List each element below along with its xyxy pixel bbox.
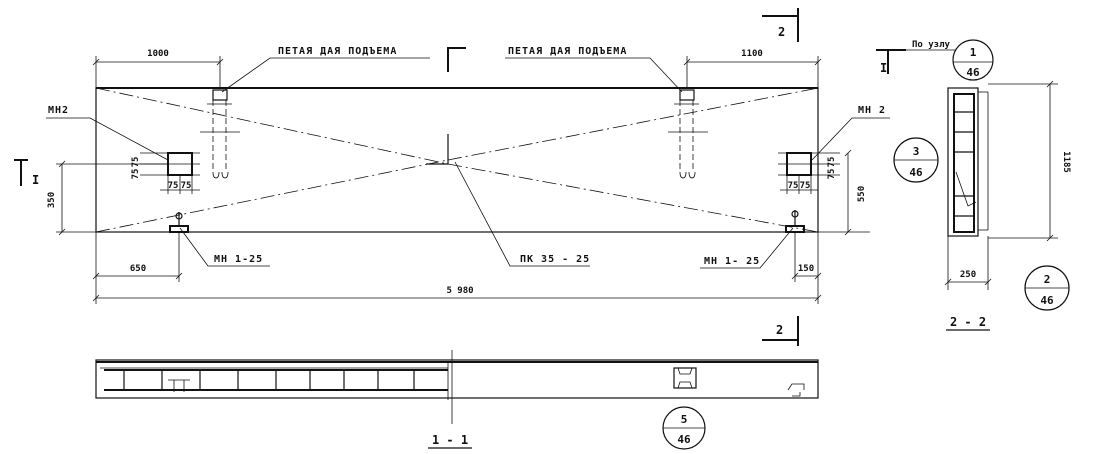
section-cut-1-left bbox=[14, 159, 28, 186]
dim-top-left: 1000 bbox=[147, 49, 169, 59]
reference-node-2-sheet: 46 bbox=[1040, 294, 1054, 307]
label-mn1-left: МН 1-25 bbox=[214, 254, 263, 265]
label-mn1-right: МН 1- 25 bbox=[704, 256, 760, 267]
panel-outline bbox=[95, 87, 819, 233]
label-mn2-left: МН2 bbox=[48, 105, 69, 116]
lifting-loop-left bbox=[200, 89, 240, 179]
bottom-dimension-chain bbox=[92, 232, 822, 304]
section-1-1-loop-mark bbox=[168, 379, 190, 392]
dim-mn2-right-h2: 75 bbox=[800, 181, 811, 191]
section-2-2-diagonal bbox=[955, 171, 977, 207]
section-2-2-cage bbox=[953, 93, 975, 233]
section-cut-2-top bbox=[762, 8, 799, 42]
leader-pk bbox=[454, 161, 590, 267]
section-2-2-dimensions bbox=[944, 80, 1058, 290]
diagonal-4 bbox=[447, 87, 819, 161]
right-vertical-dimension bbox=[818, 149, 870, 236]
cut-mark-1-right: I bbox=[880, 61, 887, 75]
lifting-loop-right bbox=[668, 89, 708, 179]
section-2-2-cage-links bbox=[954, 111, 974, 217]
dim-mn2-left-v1: 75 bbox=[131, 157, 141, 168]
label-lifting-loop-left: ПЕТАЯ ДАЯ ПОДЪЕМА bbox=[278, 46, 397, 57]
top-dimension-chain bbox=[92, 56, 822, 88]
section-1-1-view bbox=[95, 350, 819, 424]
section-1-1-end-detail bbox=[787, 383, 805, 397]
section-1-1-embedded-plate bbox=[673, 367, 697, 389]
dim-mn2-left-h1: 75 bbox=[168, 181, 179, 191]
reference-node-2-number: 2 bbox=[1044, 273, 1051, 286]
dim-left-bottom: 650 bbox=[130, 264, 146, 274]
left-vertical-dimension bbox=[56, 160, 168, 236]
mn1-plate-right bbox=[785, 210, 805, 233]
reference-node-3-sheet: 46 bbox=[909, 166, 923, 179]
reference-node-1[interactable]: 1 46 bbox=[952, 39, 994, 81]
reference-node-5[interactable]: 5 46 bbox=[662, 406, 706, 450]
pk-plate bbox=[426, 134, 449, 165]
mn2-plate-right bbox=[778, 152, 840, 194]
label-po-uzlu: По узлу bbox=[912, 40, 951, 50]
dim-mn2-left-v2: 75 bbox=[131, 169, 141, 180]
dim-mn2-right-v2: 75 bbox=[827, 169, 837, 180]
diagonal-3 bbox=[95, 159, 449, 233]
leader-loop-right bbox=[505, 57, 683, 93]
reference-node-5-number: 5 bbox=[681, 413, 688, 426]
dim-mn2-right-v1: 75 bbox=[827, 157, 837, 168]
reference-node-3[interactable]: 3 46 bbox=[893, 137, 939, 183]
section-1-1-stirrups bbox=[123, 370, 415, 390]
dim-overall: 5 980 bbox=[446, 286, 473, 296]
dim-left-height: 350 bbox=[47, 192, 57, 208]
leader-mn2-right bbox=[811, 117, 890, 161]
leader-mn2-left bbox=[46, 117, 169, 161]
reference-node-2[interactable]: 2 46 bbox=[1024, 265, 1070, 311]
dim-mn2-right-h1: 75 bbox=[788, 181, 799, 191]
dim-section-height: 1185 bbox=[1061, 151, 1071, 173]
title-section-2-2: 2 - 2 bbox=[950, 315, 986, 329]
section-cut-2-bottom bbox=[762, 316, 799, 346]
dim-right-bottom: 150 bbox=[798, 264, 814, 274]
reference-node-1-number: 1 bbox=[970, 46, 977, 59]
mn1-plate-left bbox=[169, 212, 189, 233]
label-lifting-loop-right: ПЕТАЯ ДАЯ ПОДЪЕМА bbox=[508, 46, 627, 57]
diagonal-2 bbox=[447, 163, 819, 233]
dim-section-width: 250 bbox=[960, 270, 976, 280]
leader-mn1-left bbox=[179, 227, 270, 267]
cut-mark-2-bottom: 2 bbox=[776, 323, 783, 337]
section-2-2-outline bbox=[947, 87, 979, 237]
reference-node-1-sheet: 46 bbox=[966, 66, 980, 79]
node-1-section-mark bbox=[876, 49, 956, 74]
section-1-1-outline bbox=[95, 359, 819, 399]
reference-node-3-number: 3 bbox=[913, 145, 920, 158]
dim-mn2-left-h2: 75 bbox=[181, 181, 192, 191]
cut-mark-1-left: I bbox=[32, 173, 39, 187]
section-2-2-view bbox=[876, 49, 1058, 290]
diagonal-1 bbox=[95, 87, 449, 165]
cut-mark-2-top: 2 bbox=[778, 25, 785, 39]
panel-plan-view bbox=[14, 8, 890, 346]
reference-node-5-sheet: 46 bbox=[677, 433, 691, 446]
leader-loop-left bbox=[221, 57, 430, 93]
label-pk: ПК 35 - 25 bbox=[520, 254, 590, 265]
title-section-1-1: 1 - 1 bbox=[432, 433, 468, 447]
leader-mn1-right bbox=[700, 227, 794, 269]
axis-mark-top bbox=[447, 47, 466, 72]
label-mn2-right: МН 2 bbox=[858, 105, 886, 116]
dim-top-right: 1100 bbox=[741, 49, 763, 59]
dim-right-height: 550 bbox=[857, 186, 867, 202]
